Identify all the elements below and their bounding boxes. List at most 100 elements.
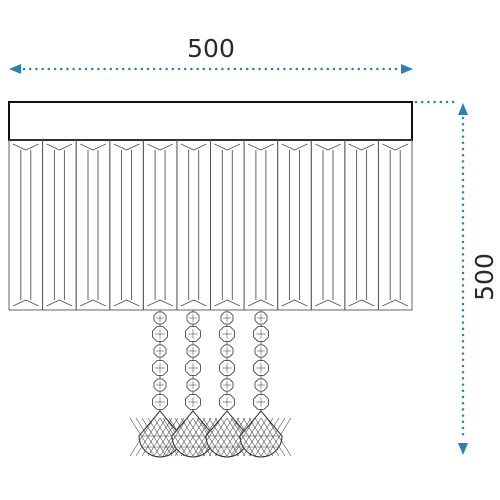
- dimension-dot: [258, 67, 261, 71]
- width-dimension-line: [22, 67, 398, 71]
- dimension-dot: [165, 67, 168, 71]
- dimension-dot: [66, 67, 69, 71]
- crystal-prism-panels: [8, 139, 413, 311]
- dimension-dot: [332, 67, 336, 71]
- dimension-dot: [461, 147, 465, 151]
- dimension-dot: [461, 222, 465, 225]
- dimension-dot: [183, 67, 187, 71]
- dimension-dot: [264, 67, 268, 71]
- dimension-dot: [414, 100, 418, 104]
- width-dimension: 500: [9, 34, 413, 74]
- dimension-dot: [461, 178, 465, 182]
- dimension-dot: [461, 265, 465, 269]
- crystal-prism-panel: [344, 139, 379, 311]
- dimension-dot: [345, 67, 348, 71]
- height-dimension: 500: [414, 100, 499, 455]
- dimension-dot: [461, 383, 465, 386]
- canopy-plate: [8, 101, 413, 141]
- dimension-dot: [190, 67, 193, 71]
- crystal-prism-panel: [75, 139, 111, 311]
- dimension-dot: [171, 67, 175, 71]
- dimension-dot: [233, 67, 237, 71]
- dimension-dot: [461, 377, 465, 380]
- dimension-dot: [461, 389, 465, 393]
- crystal-pendant-strand: [230, 310, 292, 458]
- dimension-dot: [461, 277, 465, 281]
- crystal-prism-panel: [176, 139, 211, 311]
- dimension-dot: [461, 240, 465, 244]
- height-arrow-bottom: [458, 443, 468, 455]
- dimension-dot: [301, 67, 305, 71]
- dimension-dot: [338, 67, 342, 71]
- dimension-dot: [351, 67, 354, 71]
- dimension-dot: [245, 67, 249, 71]
- width-arrow-right: [401, 64, 413, 74]
- crystal-prism-panel: [377, 139, 413, 311]
- dimension-dot: [152, 67, 156, 71]
- dimension-dot: [115, 67, 119, 71]
- dimension-dot: [78, 67, 82, 71]
- dimension-dot: [177, 67, 181, 71]
- dimension-dot: [461, 308, 465, 312]
- crystal-prism-panel: [277, 139, 312, 311]
- dimension-dot: [427, 100, 430, 104]
- crystal-prism-panel: [210, 139, 245, 311]
- dimension-dot: [35, 67, 38, 71]
- dimension-dot: [357, 67, 361, 71]
- dimension-dot: [461, 153, 465, 157]
- dimension-dot: [461, 197, 465, 200]
- dimension-dot: [461, 333, 465, 337]
- dimension-dot: [461, 408, 465, 411]
- dimension-dot: [461, 203, 465, 207]
- dimension-dot: [103, 67, 106, 71]
- dimension-dot: [289, 67, 292, 71]
- dimension-dot: [461, 358, 465, 362]
- dimension-dot: [22, 67, 26, 71]
- dimension-dot: [307, 67, 311, 71]
- crystal-pendant-strands: [129, 310, 292, 458]
- dimension-dot: [121, 67, 125, 71]
- width-dimension-label: 500: [187, 34, 235, 63]
- dimension-dot: [461, 364, 465, 368]
- dimension-dot: [53, 67, 57, 71]
- crystal-pendant-strand: [129, 310, 191, 458]
- dimension-dot: [394, 67, 398, 71]
- dimension-dot: [461, 346, 465, 349]
- dimension-dot: [461, 271, 465, 275]
- dimension-dot: [295, 67, 299, 71]
- dimension-dot: [461, 160, 465, 163]
- dimension-dot: [140, 67, 144, 71]
- dimension-dot: [461, 284, 465, 287]
- dimension-dot: [461, 321, 465, 324]
- dimension-dot: [28, 67, 32, 71]
- dimension-dot: [159, 67, 162, 71]
- dimension-dot: [461, 370, 465, 374]
- dimension-dot: [461, 395, 465, 399]
- crystal-prism-panel: [243, 139, 279, 311]
- dimension-dot: [445, 100, 449, 104]
- dimension-dot: [276, 67, 280, 71]
- crystal-prism-panel: [8, 139, 44, 311]
- dimension-dot: [461, 414, 465, 417]
- dimension-dot: [461, 122, 465, 126]
- dimension-dot: [382, 67, 385, 71]
- dimension-dot: [461, 432, 465, 436]
- dimension-dot: [461, 401, 465, 405]
- dimension-dot: [461, 116, 465, 120]
- dimension-dot: [461, 184, 465, 188]
- crystal-prism-panel: [142, 139, 178, 311]
- dimension-dot: [47, 67, 51, 71]
- dimension-dot: [461, 327, 465, 331]
- crystal-prism-panel: [310, 139, 346, 311]
- dimension-dot: [439, 100, 443, 104]
- dimension-dot: [461, 339, 465, 343]
- dimension-dot: [461, 420, 465, 424]
- dimension-dot: [128, 67, 131, 71]
- dimension-dot: [461, 191, 465, 194]
- dimension-dot: [90, 67, 94, 71]
- dimension-dot: [461, 141, 465, 145]
- dimension-dot: [283, 67, 286, 71]
- dimension-dot: [214, 67, 218, 71]
- dimension-dot: [376, 67, 379, 71]
